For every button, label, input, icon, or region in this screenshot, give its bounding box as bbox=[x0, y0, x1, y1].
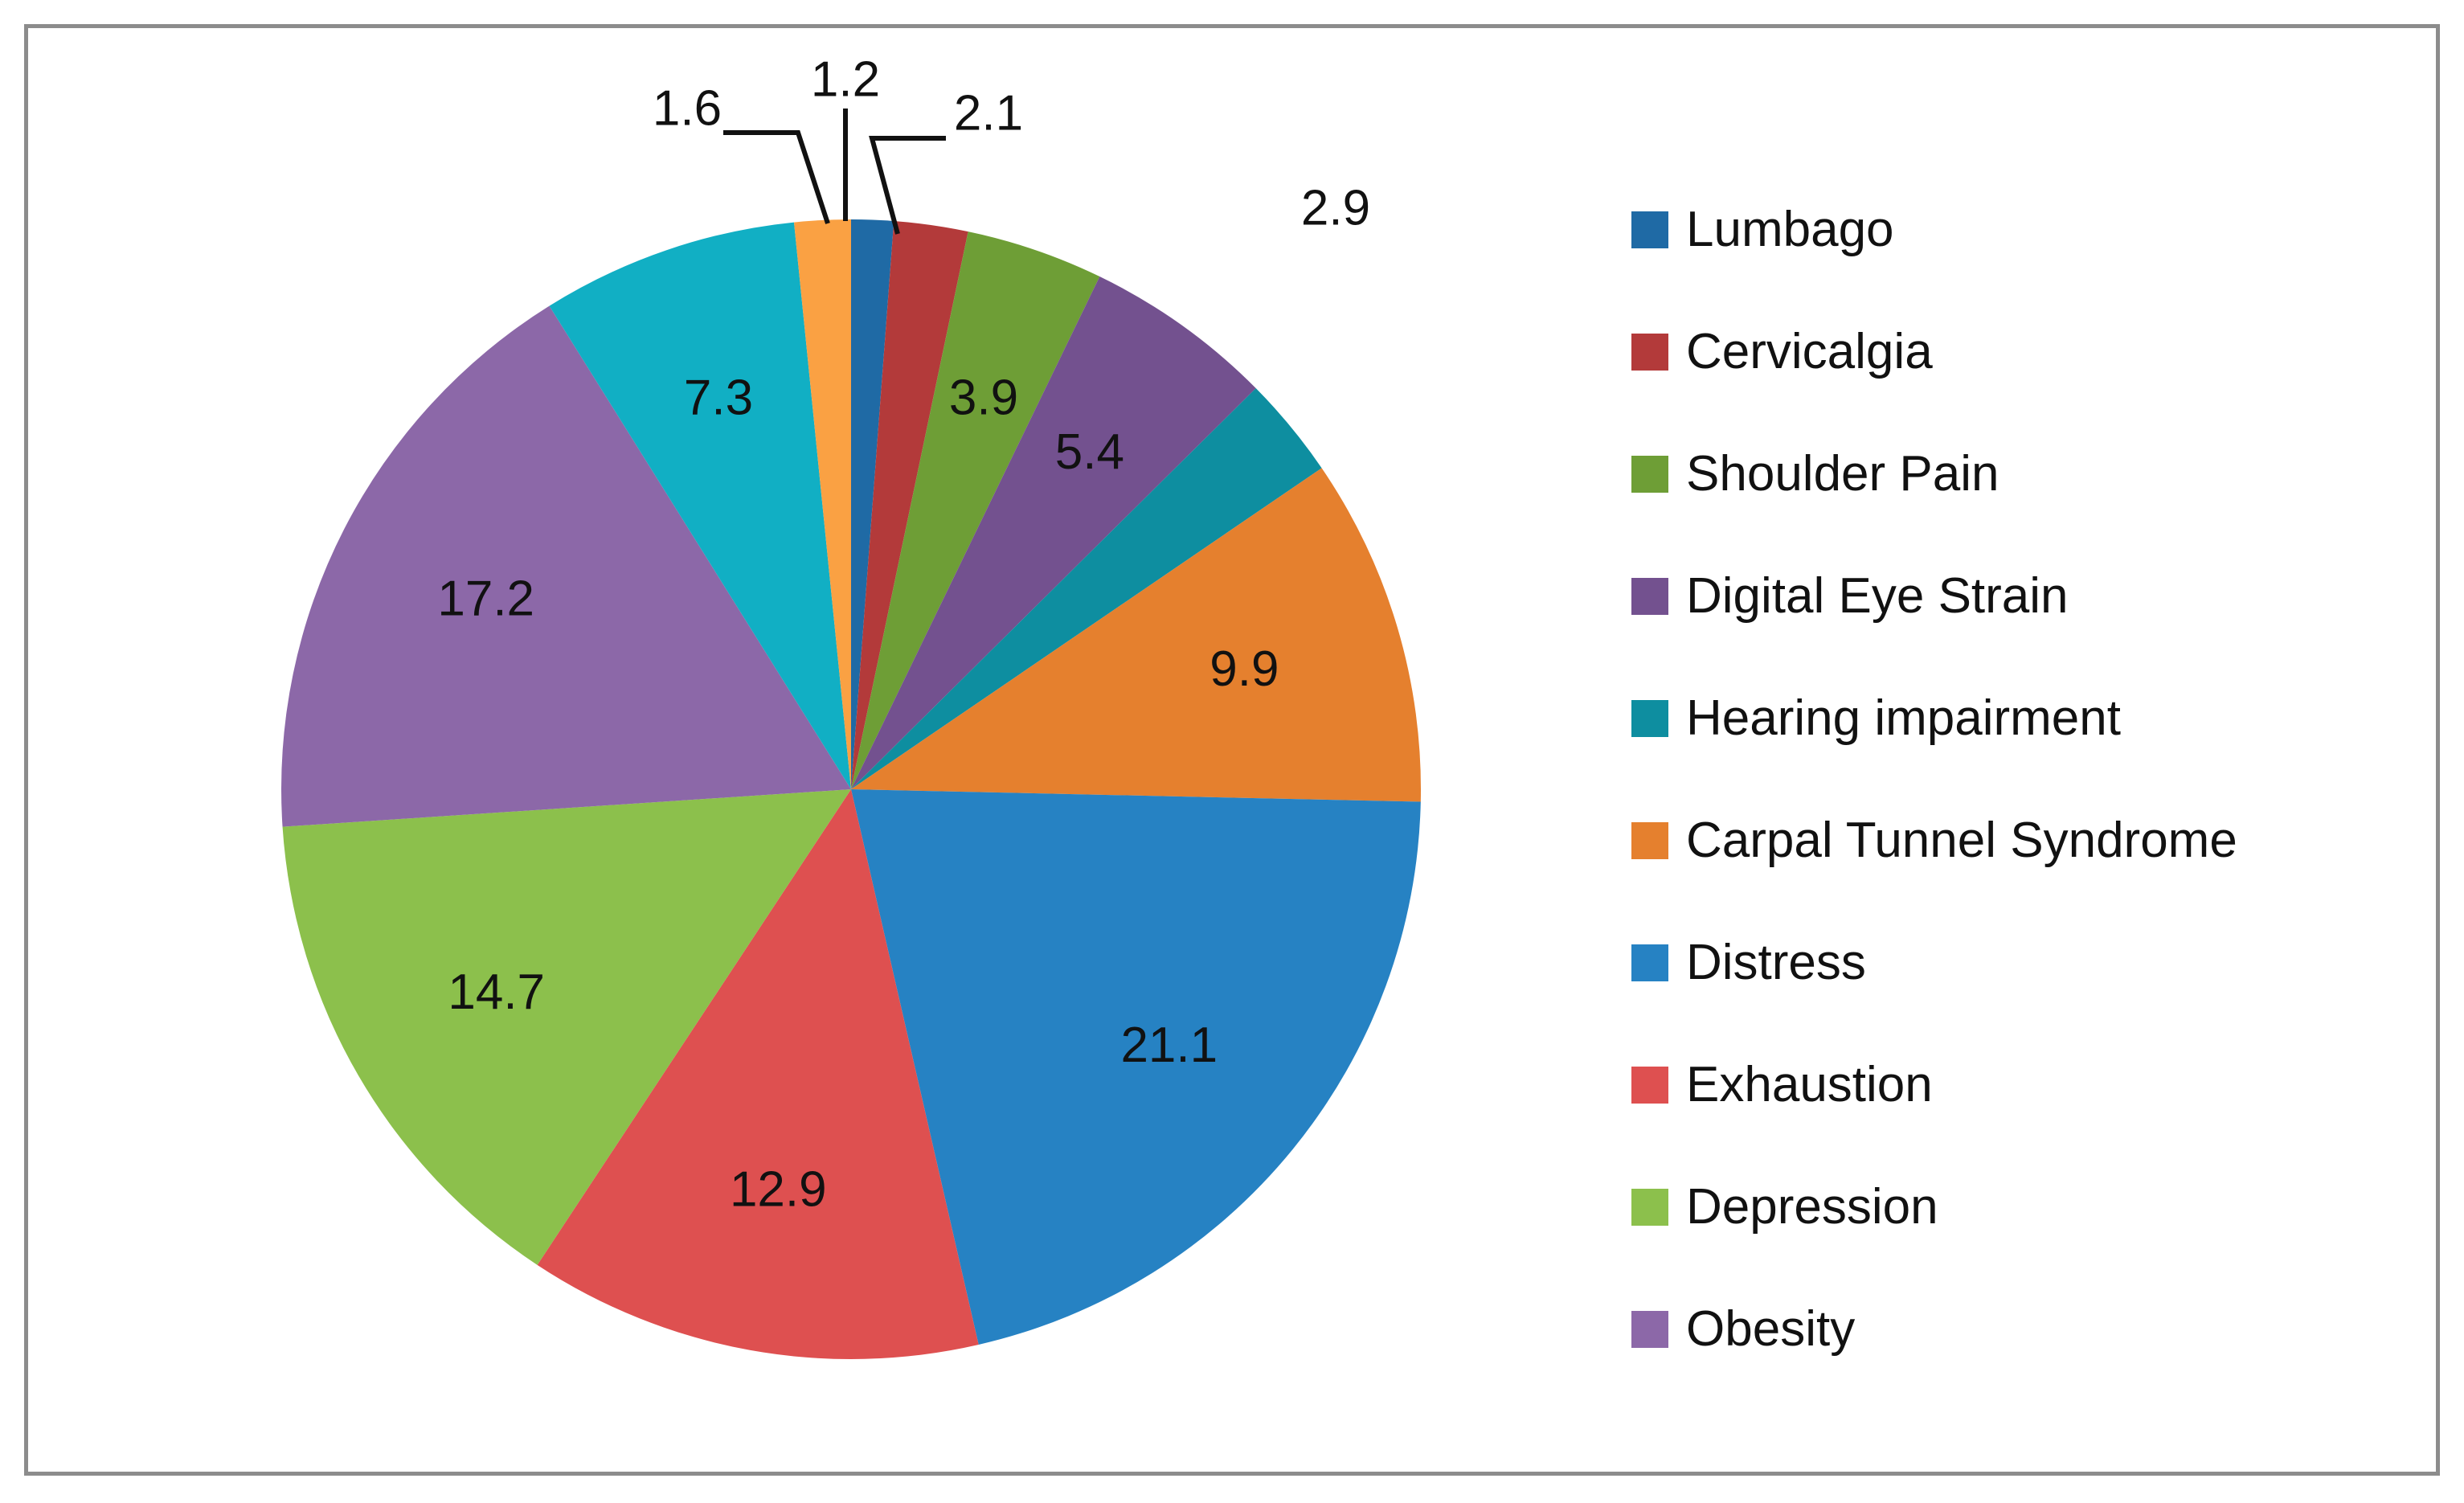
legend-item[interactable]: Hearing impairment bbox=[1631, 657, 2419, 780]
leader-line-carpal-tunnel-small bbox=[723, 130, 830, 224]
legend-item[interactable]: Carpal Tunnel Syndrome bbox=[1631, 780, 2419, 902]
legend-color-swatch bbox=[1631, 456, 1668, 493]
pie-slice-value-label: 17.2 bbox=[437, 571, 534, 627]
legend-item[interactable]: Depression bbox=[1631, 1146, 2419, 1268]
legend-item[interactable]: Shoulder Pain bbox=[1631, 413, 2419, 535]
pie-slice-value-label: 2.1 bbox=[954, 85, 1023, 141]
chart-frame: 1.2 2.1 3.9 5.4 2.9 9.9 21.1 12.9 14.7 17.2 7.3 1.6… bbox=[24, 24, 2440, 1476]
pie-slice[interactable] bbox=[851, 219, 894, 789]
pie-slice-value-label: 1.6 bbox=[653, 80, 722, 136]
pie-slice[interactable] bbox=[851, 468, 1422, 802]
pie-slice-value-label: 14.7 bbox=[448, 964, 545, 1020]
pie-chart-svg: 1.2 2.1 3.9 5.4 2.9 9.9 21.1 12.9 14.7 17.2 7.3 1.6 bbox=[281, 51, 1422, 1360]
pie-slice[interactable] bbox=[851, 221, 968, 789]
legend-color-swatch bbox=[1631, 334, 1668, 371]
legend-color-swatch bbox=[1631, 1311, 1668, 1348]
legend-item[interactable]: Exhaustion bbox=[1631, 1024, 2419, 1146]
pie-slice-value-label: 12.9 bbox=[730, 1162, 827, 1218]
legend-color-swatch bbox=[1631, 211, 1668, 248]
legend-color-swatch bbox=[1631, 700, 1668, 737]
pie-slice-value-label: 5.4 bbox=[1055, 424, 1124, 480]
legend-item[interactable]: Cervicalgia bbox=[1631, 291, 2419, 413]
pie-slice[interactable] bbox=[549, 222, 851, 789]
legend-item-label: Lumbago bbox=[1686, 202, 1894, 257]
legend-item-label: Distress bbox=[1686, 935, 1866, 990]
legend-item[interactable]: Distress bbox=[1631, 902, 2419, 1024]
pie-slice[interactable] bbox=[281, 305, 851, 827]
pie-chart-plot-area: 1.2 2.1 3.9 5.4 2.9 9.9 21.1 12.9 14.7 17.2 7.3 1.6 bbox=[28, 28, 1627, 1480]
pie-slice[interactable] bbox=[851, 388, 1322, 789]
pie-slice-value-label: 3.9 bbox=[949, 370, 1018, 425]
legend-item-label: Hearing impairment bbox=[1686, 690, 2121, 746]
pie-slice[interactable] bbox=[851, 231, 1100, 789]
legend-item-label: Exhaustion bbox=[1686, 1057, 1933, 1112]
pie-slice[interactable] bbox=[537, 789, 979, 1360]
leader-line-cervicalgia bbox=[869, 136, 946, 235]
legend-item-label: Carpal Tunnel Syndrome bbox=[1686, 813, 2237, 868]
pie-slice-value-label: 21.1 bbox=[1120, 1018, 1218, 1073]
pie-slice[interactable] bbox=[851, 276, 1256, 789]
pie-slice[interactable] bbox=[282, 789, 851, 1265]
legend-item[interactable]: Digital Eye Strain bbox=[1631, 535, 2419, 657]
legend-item-label: Digital Eye Strain bbox=[1686, 568, 2069, 624]
pie-slice-value-label: 9.9 bbox=[1209, 641, 1279, 697]
legend-item-label: Obesity bbox=[1686, 1301, 1856, 1357]
legend-item-label: Depression bbox=[1686, 1179, 1938, 1235]
pie-slice-value-label: 7.3 bbox=[684, 370, 753, 425]
legend-color-swatch bbox=[1631, 944, 1668, 981]
legend-color-swatch bbox=[1631, 1189, 1668, 1226]
pie-slice[interactable] bbox=[793, 219, 851, 789]
legend-item[interactable]: Lumbago bbox=[1631, 169, 2419, 291]
legend-item-label: Cervicalgia bbox=[1686, 324, 1933, 379]
legend-color-swatch bbox=[1631, 1067, 1668, 1104]
slice-value-labels-group: 1.2 2.1 3.9 5.4 2.9 9.9 21.1 12.9 14.7 17.2 7.3 1.6 bbox=[437, 51, 1370, 1217]
pie-slice[interactable] bbox=[851, 789, 1421, 1345]
legend-item[interactable]: Obesity bbox=[1631, 1268, 2419, 1390]
legend-color-swatch bbox=[1631, 822, 1668, 859]
legend-item-label: Shoulder Pain bbox=[1686, 446, 1999, 502]
pie-slice-value-label: 2.9 bbox=[1301, 180, 1370, 235]
pie-slices-group bbox=[281, 219, 1422, 1360]
legend-color-swatch bbox=[1631, 578, 1668, 615]
pie-slice-value-label: 1.2 bbox=[811, 51, 880, 107]
